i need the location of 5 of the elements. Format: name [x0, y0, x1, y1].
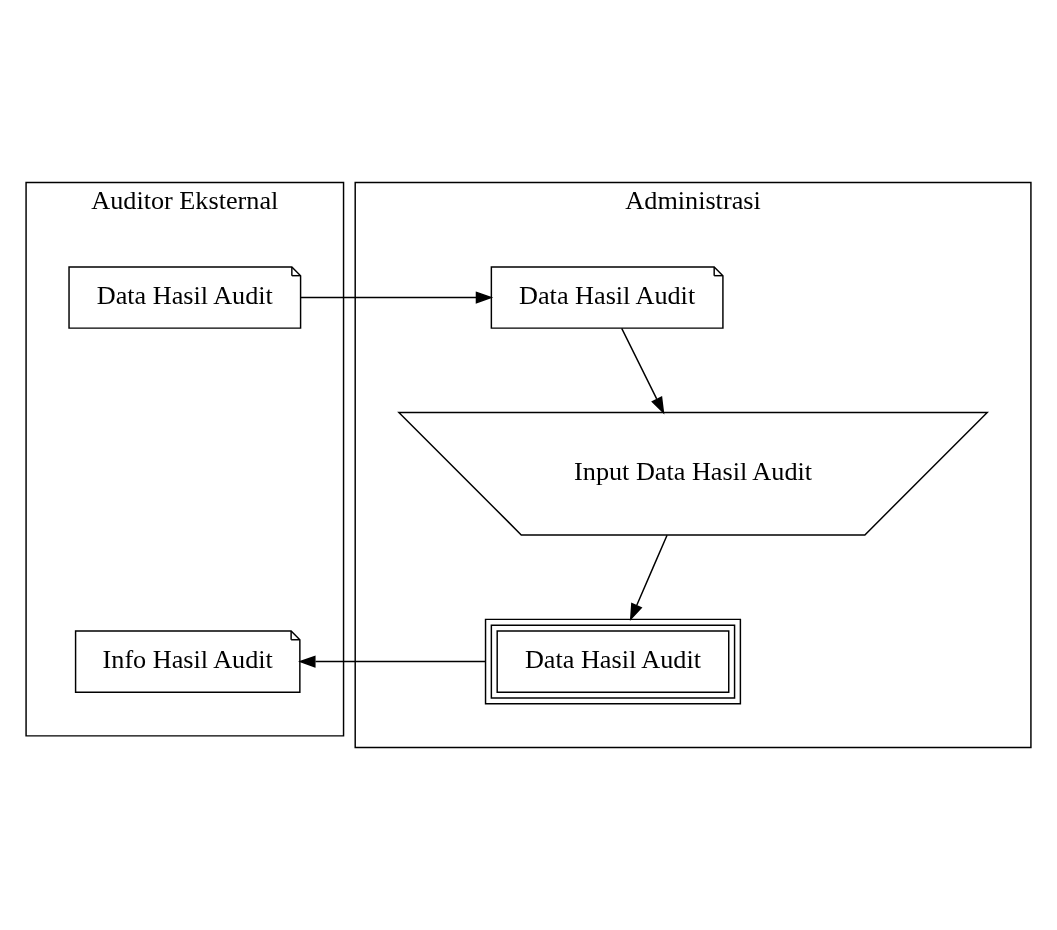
arrow [621, 327, 665, 415]
arrow [299, 291, 494, 304]
arrow [629, 534, 668, 622]
node-box: Data Hasil Audit [484, 618, 742, 705]
arrow [298, 655, 487, 668]
